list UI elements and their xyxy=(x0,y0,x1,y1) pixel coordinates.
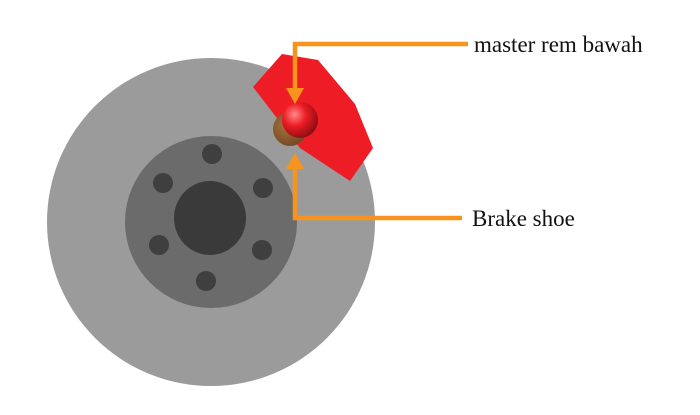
center-hole xyxy=(174,181,246,255)
brake-shoe-label: Brake shoe xyxy=(472,206,575,231)
brake-shoe-arrowhead xyxy=(286,153,304,169)
brake-shoe-pointer xyxy=(292,165,462,221)
bolt-hole xyxy=(149,235,169,255)
master-cylinder-label: master rem bawah xyxy=(474,32,643,57)
bolt-hole xyxy=(202,144,222,164)
master-cylinder-arrowhead xyxy=(286,88,304,104)
bolt-holes xyxy=(149,144,273,291)
bolt-hole xyxy=(153,173,173,193)
bolt-hole xyxy=(196,271,216,291)
caliper-piston xyxy=(282,102,318,138)
bolt-hole xyxy=(253,178,273,198)
bolt-hole xyxy=(252,240,272,260)
master-cylinder-pointer xyxy=(292,41,468,92)
